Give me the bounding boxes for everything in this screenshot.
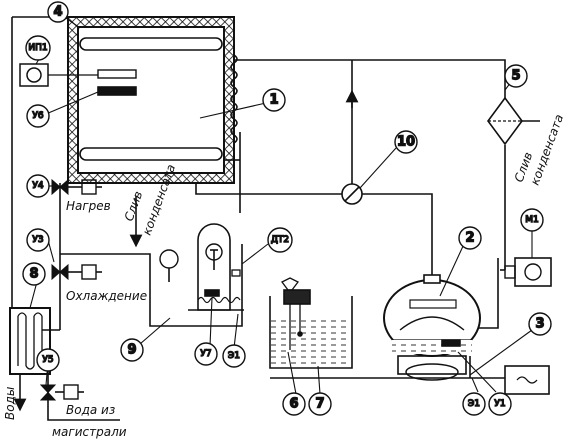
- svg-text:1: 1: [269, 93, 278, 108]
- svg-text:У4: У4: [32, 181, 43, 191]
- svg-text:4: 4: [53, 5, 62, 20]
- tank-7: [269, 277, 353, 369]
- svg-text:9: 9: [127, 343, 136, 358]
- label-drain-2-line2: конденсата: [528, 112, 567, 187]
- svg-text:8: 8: [29, 267, 38, 282]
- power-supply-3: [504, 365, 550, 395]
- svg-text:У7: У7: [200, 349, 211, 359]
- callout-5: 5: [504, 64, 528, 88]
- svg-text:10: 10: [397, 135, 415, 150]
- callout-4: 4: [47, 1, 69, 23]
- callout-u3: У3: [26, 228, 50, 252]
- callout-6: 6: [282, 392, 306, 416]
- condenser-5: [487, 96, 540, 146]
- svg-text:Э1: Э1: [468, 399, 480, 409]
- svg-text:ДТ2: ДТ2: [271, 235, 289, 245]
- callout-ip1: ИП1: [25, 35, 51, 61]
- callout-u6: У6: [26, 104, 50, 128]
- svg-text:3: 3: [535, 317, 544, 332]
- svg-text:5: 5: [511, 69, 520, 84]
- callout-e1-left: Э1: [222, 344, 246, 368]
- callout-1: 1: [262, 88, 286, 112]
- svg-text:ИП1: ИП1: [28, 43, 47, 53]
- svg-text:У1: У1: [494, 399, 505, 409]
- label-cooling: Охлаждение: [66, 289, 147, 303]
- label-heating: Нагрев: [66, 199, 111, 213]
- callout-m1: М1: [520, 208, 544, 232]
- drying-chamber: [67, 16, 238, 184]
- callout-e1-right: Э1: [462, 392, 486, 416]
- callout-3: 3: [528, 312, 552, 336]
- svg-text:7: 7: [315, 397, 324, 412]
- callout-9: 9: [120, 338, 144, 362]
- valve-u5: [39, 384, 84, 401]
- valve-u3: [51, 263, 102, 281]
- callout-2: 2: [458, 226, 482, 250]
- label-water: Воды: [3, 387, 17, 420]
- callout-u1: У1: [488, 392, 512, 416]
- valve-10: [341, 183, 363, 205]
- svg-text:У3: У3: [32, 235, 43, 245]
- autoclave-2: [383, 274, 481, 381]
- callout-u5: У5: [36, 348, 60, 372]
- svg-text:2: 2: [465, 231, 474, 246]
- label-drain-1-line1: Слив: [122, 189, 146, 223]
- instrument-ip1: [19, 63, 98, 87]
- label-water-in-2: магистрали: [52, 425, 127, 439]
- svg-text:У5: У5: [42, 355, 53, 365]
- valve-u4: [51, 178, 102, 196]
- label-water-in-1: Вода из: [66, 403, 115, 417]
- svg-text:У6: У6: [32, 111, 43, 121]
- callout-dt2: ДТ2: [267, 227, 293, 253]
- callout-10: 10: [394, 130, 418, 154]
- callout-u4: У4: [26, 174, 50, 198]
- callout-u7: У7: [194, 342, 218, 366]
- svg-text:Э1: Э1: [228, 351, 240, 361]
- callout-7: 7: [308, 392, 332, 416]
- svg-text:6: 6: [289, 397, 298, 412]
- callout-8: 8: [22, 262, 46, 286]
- motor-m1: [504, 257, 552, 287]
- vessel-9: [149, 223, 244, 327]
- svg-text:М1: М1: [525, 215, 539, 225]
